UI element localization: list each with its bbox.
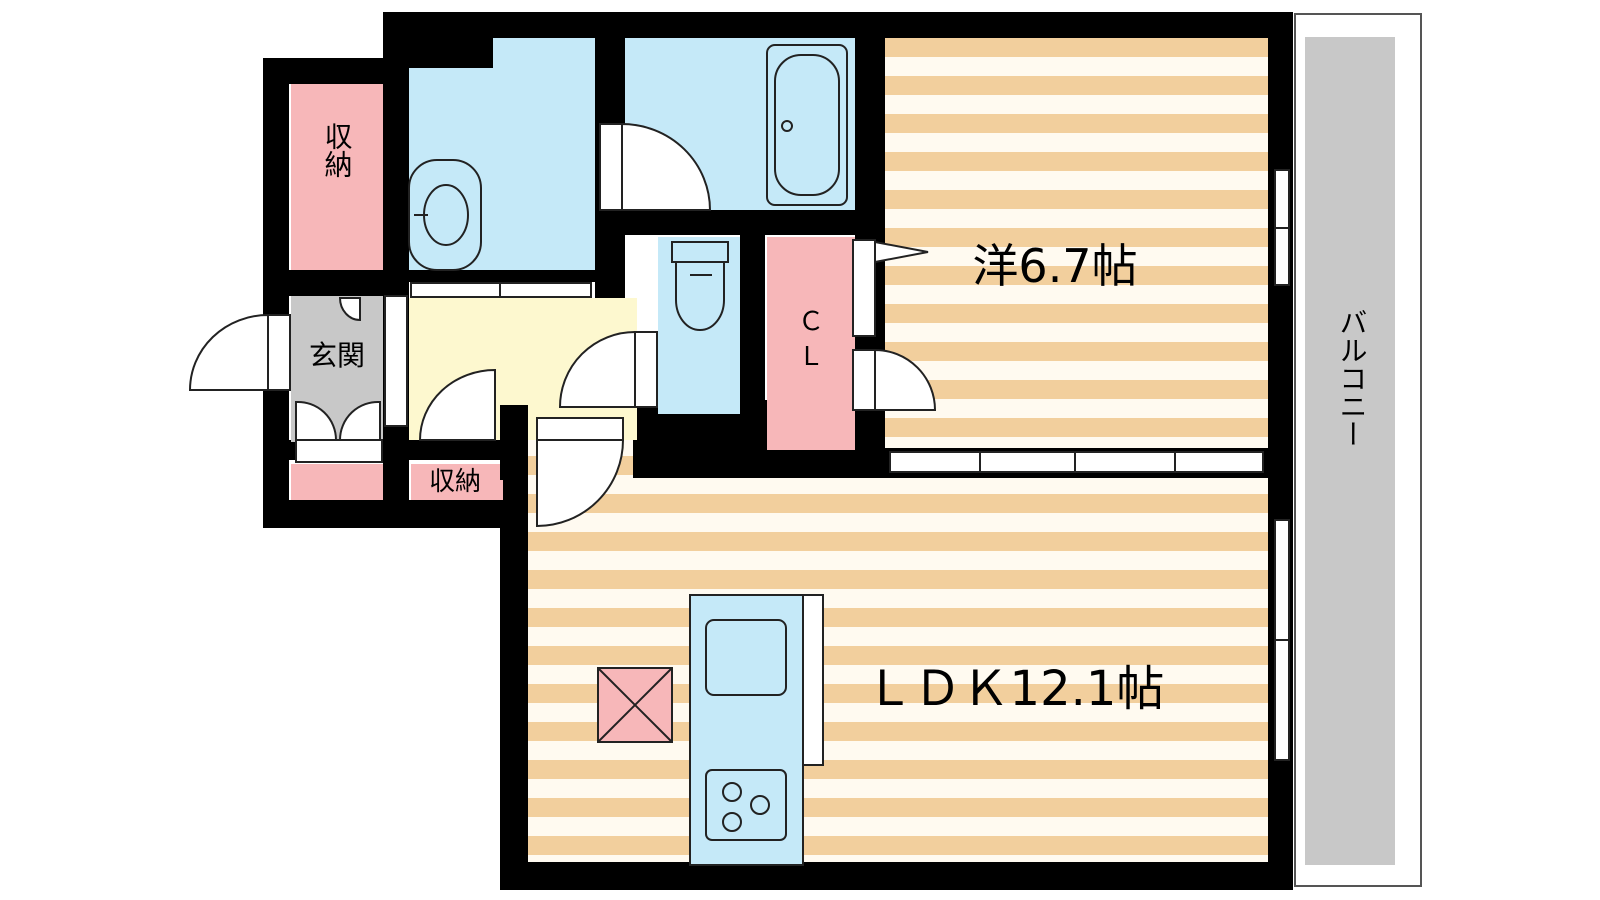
- bathtub-icon: [766, 44, 848, 206]
- entrance-label: 玄関: [309, 339, 365, 372]
- western-room-floor: [885, 38, 1268, 448]
- fridge-space-icon: [597, 667, 673, 743]
- stove-icon: [705, 769, 787, 841]
- toilet-icon: [671, 241, 729, 331]
- walls: [263, 12, 1293, 890]
- sliding-doors: [410, 169, 1290, 761]
- storage-bottom-left: [291, 464, 383, 500]
- storage-top-left: [291, 84, 383, 270]
- balcony-label: バルコニー: [1336, 308, 1369, 448]
- closet-label-line1: Ｃ: [798, 307, 824, 337]
- sink-icon: [705, 619, 787, 696]
- toilet-room: [658, 237, 740, 414]
- storage-bottom: [411, 464, 503, 500]
- doors: [188, 122, 937, 528]
- kitchen-panel: [802, 594, 824, 766]
- storage-bottom-label: 収納: [429, 467, 481, 497]
- storage-top-left-label: 収納: [321, 122, 354, 178]
- washroom: [409, 38, 595, 270]
- closet: [767, 237, 855, 450]
- wall-notch: [409, 38, 493, 68]
- wall-column: [500, 405, 528, 480]
- washbasin-icon: [408, 159, 482, 271]
- balcony-floor: [1305, 37, 1395, 865]
- closet-label-line2: Ｌ: [798, 342, 824, 372]
- ldk-label: ＬＤＫ12.1帖: [866, 661, 1165, 717]
- western-room-label: 洋6.7帖: [972, 239, 1137, 293]
